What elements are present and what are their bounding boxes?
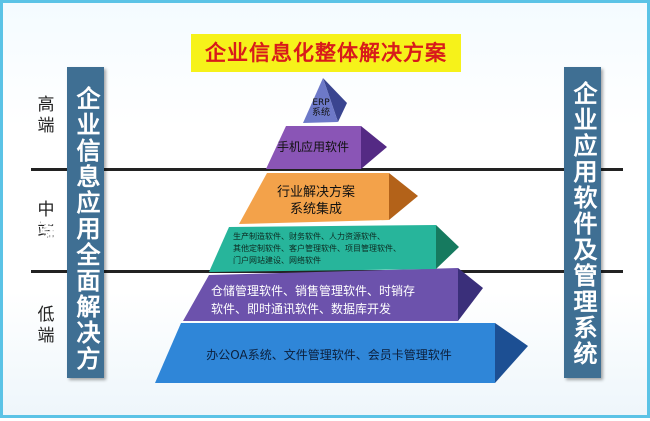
tier-4-line-3: 门户网站建设、网络软件 <box>233 256 321 265</box>
left-banner-text: 企业信息应用全面解决方案 <box>35 85 100 372</box>
tier-5-line-2: 软件、即时通讯软件、数据库开发 <box>211 302 392 316</box>
tier-6-label: 办公OA系统、文件管理软件、会员卡管理软件 <box>163 347 495 363</box>
divider-line-lower <box>31 270 623 273</box>
level-label-low: 低端 <box>37 305 55 346</box>
tier-2-side <box>361 126 387 169</box>
tier-3-side <box>389 173 418 220</box>
tier-4-face <box>209 225 436 272</box>
tier-2-label: 手机应用软件 <box>265 139 361 155</box>
tier-1-line-1: ERP <box>312 98 330 108</box>
tier-3-line-2: 系统集成 <box>289 202 342 217</box>
tier-3-face <box>239 173 389 224</box>
right-vertical-banner: 企业应用软件及管理系统 <box>564 67 601 378</box>
tier-6-face <box>155 323 495 383</box>
tier-4-label: 生产制造软件、财务软件、人力资源软件、 其他定制软件、客户管理软件、项目管理软件… <box>207 231 435 267</box>
right-banner-text: 企业应用软件及管理系统 <box>569 81 597 367</box>
tier-4-line-1: 生产制造软件、财务软件、人力资源软件、 <box>233 232 385 241</box>
divider-line-upper <box>31 168 623 171</box>
tier-1-face <box>303 78 338 123</box>
tier-3-label: 行业解决方案 系统集成 <box>243 184 389 218</box>
tier-5-label: 仓储管理软件、销售管理软件、时销存 软件、即时通讯软件、数据库开发 <box>189 282 455 318</box>
tier-5-line-1: 仓储管理软件、销售管理软件、时销存 <box>211 284 416 298</box>
tier-2-face <box>266 126 361 169</box>
tier-6-side <box>495 323 528 383</box>
tier-1-line-2: 系统 <box>311 108 330 118</box>
pyramid <box>155 78 528 383</box>
tier-4-line-2: 其他定制软件、客户管理软件、项目管理软件、 <box>233 244 401 253</box>
left-vertical-banner: 企业信息应用全面解决方案 <box>35 67 104 378</box>
tier-4-side <box>436 225 459 269</box>
tier-6-line-1: 办公OA系统、文件管理软件、会员卡管理软件 <box>206 348 452 362</box>
level-label-mid: 中端 <box>37 200 55 241</box>
tier-3-line-1: 行业解决方案 <box>276 185 355 200</box>
tier-2-line-1: 手机应用软件 <box>276 140 349 154</box>
tier-1-side <box>323 78 347 122</box>
tier-5-side <box>458 268 483 321</box>
diagram-title: 企业信息化整体解决方案 <box>191 34 461 72</box>
tier-1-label: ERP 系统 <box>299 98 343 118</box>
level-label-high: 高端 <box>37 95 55 136</box>
tier-5-face <box>183 268 458 321</box>
